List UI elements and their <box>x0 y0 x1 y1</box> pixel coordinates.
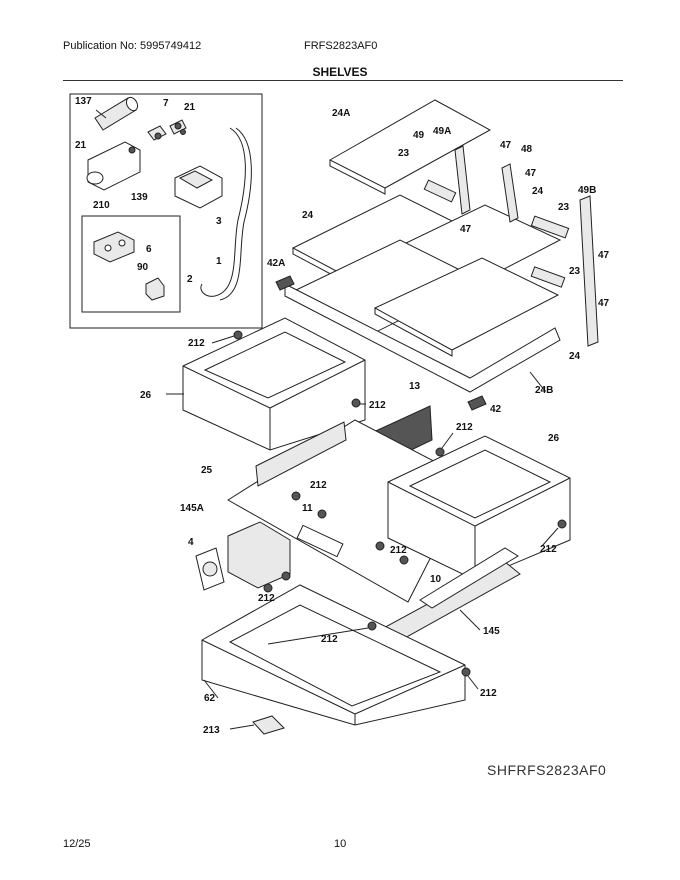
part-label-48: 48 <box>521 144 533 155</box>
part-label-42A: 42A <box>267 258 285 269</box>
shelf-clip-42A[interactable] <box>275 275 295 291</box>
filter-head-housing[interactable] <box>86 141 141 191</box>
water-valve-bracket[interactable] <box>174 165 223 209</box>
screw-icon <box>281 571 291 581</box>
part-label-137: 137 <box>75 96 92 107</box>
part-label-47: 47 <box>598 250 610 261</box>
part-label-212: 212 <box>310 480 327 491</box>
part-label-210: 210 <box>93 200 110 211</box>
part-label-24B: 24B <box>535 385 553 396</box>
part-label-212: 212 <box>321 634 338 645</box>
shelf-rail-48[interactable] <box>501 163 519 223</box>
part-label-4: 4 <box>188 537 194 548</box>
shelf-24-lower-right[interactable] <box>373 257 560 357</box>
screw-icon <box>263 583 273 593</box>
part-label-212: 212 <box>456 422 473 433</box>
screw-icon <box>291 491 301 501</box>
leader-lines <box>95 109 559 730</box>
part-label-145: 145 <box>483 626 500 637</box>
header-rule <box>63 80 623 81</box>
screw-icon <box>351 398 361 408</box>
crisper-drawer-left[interactable] <box>182 317 366 451</box>
part-label-212: 212 <box>258 593 275 604</box>
part-label-90: 90 <box>137 262 149 273</box>
part-label-24: 24 <box>532 186 544 197</box>
part-label-49B: 49B <box>578 185 596 196</box>
pantry-drawer-62[interactable] <box>201 584 466 726</box>
part-label-24: 24 <box>569 351 581 362</box>
part-label-145A: 145A <box>180 503 204 514</box>
water-filter-inset <box>69 93 263 329</box>
part-label-212: 212 <box>540 544 557 555</box>
screw-icon <box>461 667 471 677</box>
part-label-49A: 49A <box>433 126 451 137</box>
crisper-drawer-right[interactable] <box>387 435 571 581</box>
shelf-support-23b[interactable] <box>530 215 570 239</box>
part-label-24A: 24A <box>332 108 350 119</box>
screw-icon <box>233 330 243 340</box>
filter-cap[interactable] <box>145 277 165 301</box>
part-label-25: 25 <box>201 465 213 476</box>
part-label-47: 47 <box>598 298 610 309</box>
page-number: 10 <box>334 838 347 850</box>
screw-icon <box>399 555 409 565</box>
part-label-6: 6 <box>146 244 152 255</box>
shelf-support-23a[interactable] <box>423 179 457 203</box>
part-label-212: 212 <box>188 338 205 349</box>
part-labels: 137 7 21 21 139 210 3 6 90 2 1 24A 49 49… <box>75 96 610 736</box>
part-label-21: 21 <box>75 140 87 151</box>
filter-fittings[interactable] <box>147 119 187 141</box>
part-label-139: 139 <box>131 192 148 203</box>
screw-icon <box>435 447 445 457</box>
footer-date: 12/25 <box>63 838 91 850</box>
part-label-23: 23 <box>558 202 570 213</box>
screw-icon <box>367 621 377 631</box>
shelf-rail-49[interactable] <box>454 145 471 215</box>
part-label-21: 21 <box>184 102 196 113</box>
part-label-7: 7 <box>163 98 169 109</box>
part-label-2: 2 <box>187 274 193 285</box>
filter-bypass-plug[interactable] <box>93 231 135 263</box>
control-housing-145A[interactable] <box>227 521 291 589</box>
part-label-47: 47 <box>500 140 512 151</box>
part-label-23: 23 <box>569 266 581 277</box>
screw-icon <box>375 541 385 551</box>
drawer-clip-213[interactable] <box>252 715 285 735</box>
shelf-support-23c[interactable] <box>530 266 566 288</box>
part-label-11: 11 <box>302 503 313 514</box>
shelf-clip-42[interactable] <box>467 395 487 411</box>
part-label-212: 212 <box>480 688 497 699</box>
water-tubing-2[interactable] <box>219 127 252 301</box>
shelf-rail-49B[interactable] <box>579 195 599 347</box>
part-label-47: 47 <box>460 224 472 235</box>
part-label-62: 62 <box>204 693 216 704</box>
section-title: SHELVES <box>312 65 368 79</box>
part-label-23: 23 <box>398 148 410 159</box>
part-label-213: 213 <box>203 725 220 736</box>
part-label-13: 13 <box>409 381 421 392</box>
part-label-212: 212 <box>369 400 386 411</box>
part-label-3: 3 <box>216 216 222 227</box>
part-label-212: 212 <box>390 545 407 556</box>
publication-number: Publication No: 5995749412 <box>63 40 202 52</box>
top-shelf-24A[interactable] <box>328 99 492 195</box>
label-11 <box>296 524 344 558</box>
part-label-26: 26 <box>140 390 152 401</box>
part-label-10: 10 <box>430 574 442 585</box>
part-label-49: 49 <box>413 130 425 141</box>
model-number: FRFS2823AF0 <box>304 40 378 52</box>
part-label-42: 42 <box>490 404 502 415</box>
screw-icon <box>557 519 567 529</box>
screw-icon <box>317 509 327 519</box>
knob-4[interactable] <box>195 547 225 591</box>
water-tubing[interactable] <box>200 127 246 297</box>
part-label-24: 24 <box>302 210 314 221</box>
water-filter-cartridge[interactable] <box>94 95 140 131</box>
part-label-26: 26 <box>548 433 560 444</box>
part-label-1: 1 <box>216 256 222 267</box>
drawing-code: SHFRFS2823AF0 <box>487 762 607 778</box>
part-label-47: 47 <box>525 168 537 179</box>
